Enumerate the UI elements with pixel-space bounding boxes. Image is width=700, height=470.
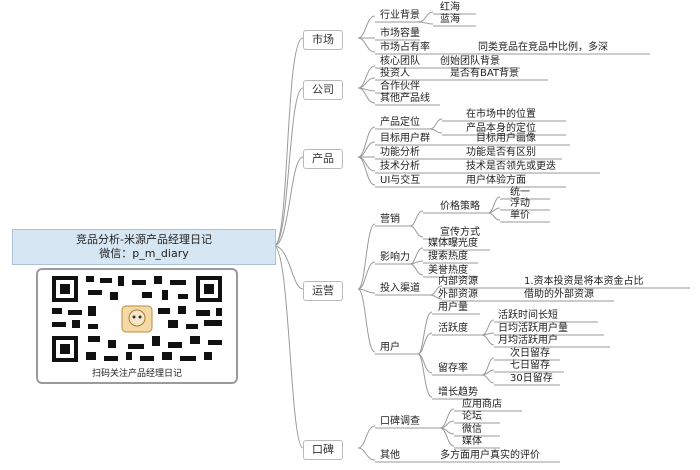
connector-root-product [273,156,304,247]
node-forum[interactable]: 论坛 [462,411,482,422]
node-other-note[interactable]: 多方面用户真实的评价 [440,450,540,461]
qr-caption: 扫码关注产品经理日记 [91,369,182,379]
node-wechat[interactable]: 微信 [462,424,482,435]
node-outer[interactable]: 外部资源 [438,289,478,300]
category-operation[interactable]: 运营 [303,281,343,301]
node-positioning[interactable]: 产品定位 [380,117,420,128]
node-tech-note[interactable]: 技术是否领先或更迭 [466,161,556,172]
connector-market-branch [357,15,376,53]
node-user-count[interactable]: 用户量 [438,302,468,313]
node-reputation[interactable]: 美誉热度 [428,265,468,276]
node-retention-day7[interactable]: 七日留存 [510,360,550,371]
node-media[interactable]: 媒体曝光度 [428,238,478,249]
root-title: 竞品分析-米源产品经理日记 [76,233,212,246]
node-function-note[interactable]: 功能是否有区别 [466,147,536,158]
category-product[interactable]: 产品 [303,149,343,169]
node-retention-day1[interactable]: 次日留存 [510,348,550,359]
node-pricing[interactable]: 价格策略 [440,201,480,212]
node-retention[interactable]: 留存率 [438,363,468,374]
connector-root-market [273,37,304,247]
node-function[interactable]: 功能分析 [380,147,420,158]
node-red-sea[interactable]: 红海 [440,2,460,13]
node-sources[interactable]: 投入渠道 [380,283,420,294]
node-blue-sea[interactable]: 蓝海 [440,14,460,25]
node-investors-note[interactable]: 是否有BAT背景 [450,68,520,79]
node-target-users-note[interactable]: 目标用户画像 [476,133,536,144]
connector-root-result [273,245,304,449]
node-partners[interactable]: 合作伙伴 [380,81,420,92]
node-outer-note[interactable]: 借助的外部资源 [524,289,594,300]
node-marketing[interactable]: 营销 [380,214,400,225]
node-industry[interactable]: 行业背景 [380,10,420,21]
node-ui-note[interactable]: 用户体验方面 [466,175,526,186]
node-core-team[interactable]: 核心团队 [380,56,420,67]
connector-root-operation [273,245,304,290]
node-price-unit[interactable]: 单价 [510,210,530,221]
node-channel[interactable]: 宣传方式 [440,227,480,238]
node-growth-trend[interactable]: 增长趋势 [438,387,478,398]
node-media-reviews[interactable]: 媒体 [462,436,482,447]
node-inner-note[interactable]: 1.资本投资是将本资金占比 [524,276,644,287]
node-positioning-self[interactable]: 产品本身的定位 [466,123,536,134]
node-inner[interactable]: 内部资源 [438,276,478,287]
qr-code-card [36,268,238,384]
node-active-daily[interactable]: 日均活跃用户量 [498,323,568,334]
node-active-monthly[interactable]: 月均活跃用户 [498,335,558,346]
node-price-floating[interactable]: 浮动 [510,198,530,209]
node-market-size[interactable]: 市场容量 [380,28,420,39]
node-search[interactable]: 搜索热度 [428,251,468,262]
node-influence[interactable]: 影响力 [380,252,410,263]
category-market[interactable]: 市场 [303,30,343,50]
node-users[interactable]: 用户 [380,342,400,353]
qr-code-icon [52,276,222,362]
category-result[interactable]: 口碑 [303,440,343,460]
node-retention-day30[interactable]: 30日留存 [510,373,553,384]
node-other[interactable]: 其他 [380,450,400,461]
node-tech[interactable]: 技术分析 [380,161,420,172]
node-market-share-note[interactable]: 同类竞品在竞品中比例，多深 [478,42,608,53]
root-node[interactable]: 竞品分析-米源产品经理日记 微信：p_m_diary [12,229,276,265]
connector-root-company [273,87,304,247]
node-price-unified[interactable]: 统一 [510,187,530,198]
root-wechat: 微信：p_m_diary [99,247,189,260]
node-ui[interactable]: UI与交互 [380,175,421,186]
node-investors[interactable]: 投资人 [380,68,410,79]
node-other-products[interactable]: 其他产品线 [380,93,430,104]
category-company[interactable]: 公司 [303,80,343,100]
node-active[interactable]: 活跃度 [438,323,468,334]
node-active-duration[interactable]: 活跃时间长短 [498,310,558,321]
node-app-store[interactable]: 应用商店 [462,399,502,410]
node-word-of-mouth[interactable]: 口碑调查 [380,416,420,427]
node-market-share[interactable]: 市场占有率 [380,42,430,53]
node-positioning-market[interactable]: 在市场中的位置 [466,109,536,120]
node-core-team-note[interactable]: 创始团队背景 [440,56,500,67]
node-target-users[interactable]: 目标用户群 [380,133,430,144]
